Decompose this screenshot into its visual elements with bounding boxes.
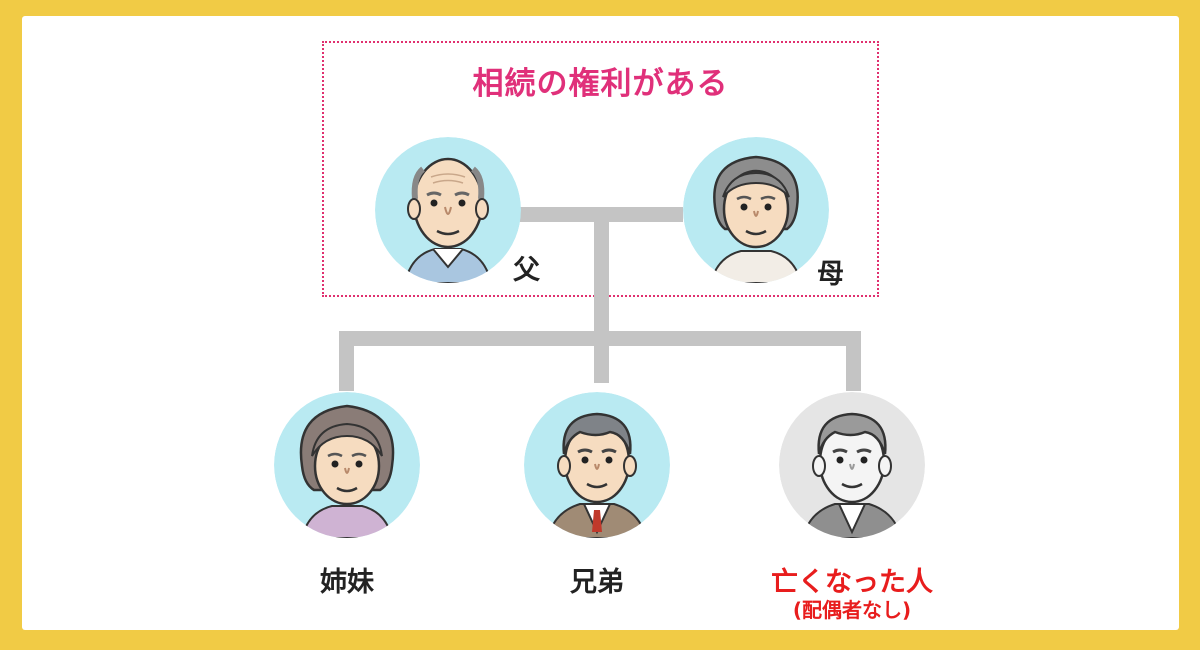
woman-icon: [274, 392, 420, 538]
sister-label: 姉妹: [320, 567, 374, 598]
father-label: 父: [513, 255, 540, 286]
man-in-suit-icon: [524, 392, 670, 538]
deceased-note: (配偶者なし): [792, 598, 912, 622]
mother-label: 母: [817, 259, 844, 290]
mother-avatar: [683, 137, 829, 283]
deceased-man-grayscale-icon: [779, 392, 925, 538]
trunk-connector: [594, 207, 609, 383]
sister-drop: [339, 331, 354, 391]
deceased-avatar: [779, 392, 925, 538]
sister-avatar: [274, 392, 420, 538]
siblings-connector: [339, 331, 861, 346]
brother-label: 兄弟: [570, 567, 624, 598]
elderly-man-bald-icon: [375, 137, 521, 283]
deceased-label: 亡くなった人: [771, 567, 933, 598]
brother-avatar: [524, 392, 670, 538]
elderly-woman-icon: [683, 137, 829, 283]
deceased-drop: [846, 331, 861, 391]
father-avatar: [375, 137, 521, 283]
inheritance-rights-heading: 相続の権利がある: [472, 66, 729, 102]
